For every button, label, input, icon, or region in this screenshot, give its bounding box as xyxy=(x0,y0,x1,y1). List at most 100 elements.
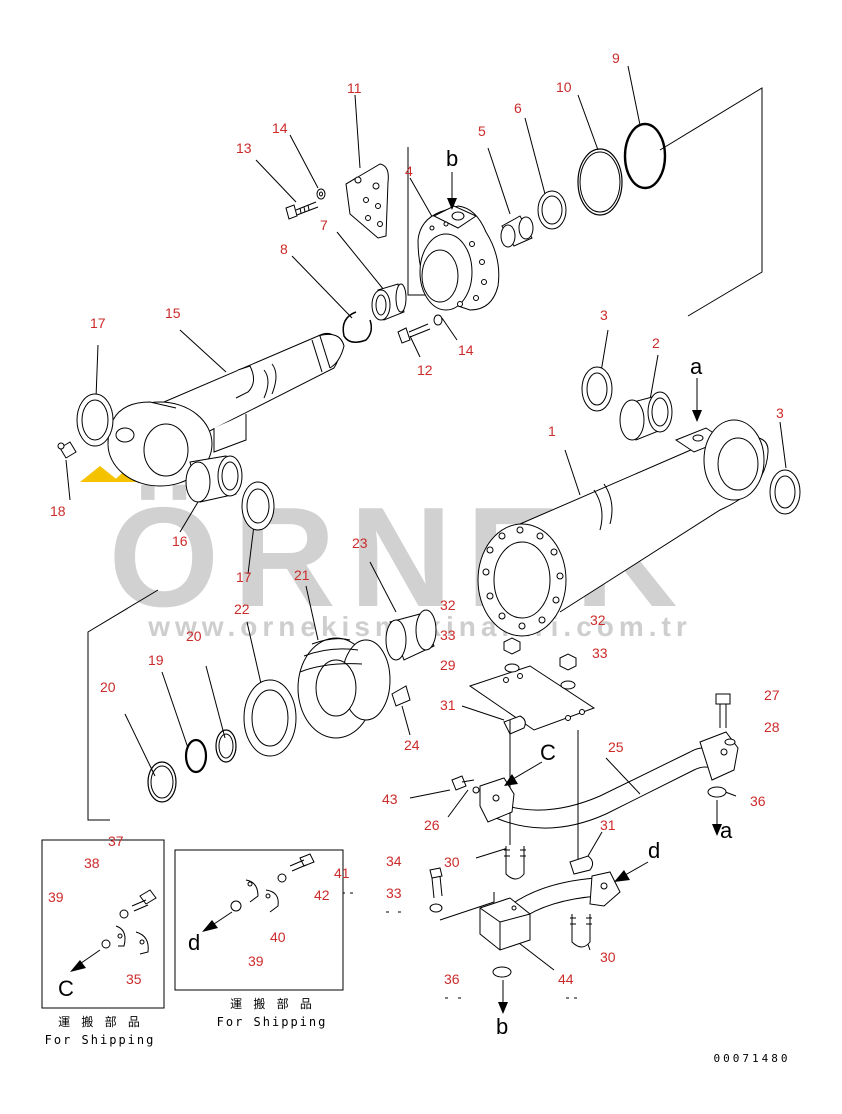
plate-11 xyxy=(345,163,389,239)
callout-27: 27 xyxy=(764,687,780,703)
block-44 xyxy=(479,897,531,951)
bushing-5 xyxy=(500,215,534,248)
callout-13: 13 xyxy=(236,140,252,156)
pipe-lower xyxy=(511,871,621,921)
ring-10 xyxy=(577,148,623,216)
callout-7: 7 xyxy=(320,217,328,233)
bushing-7 xyxy=(371,283,407,321)
bolt-12 xyxy=(397,323,431,344)
callout-9: 9 xyxy=(612,50,620,66)
o-ring-36-bottom xyxy=(492,966,512,978)
u-bolt-30-left xyxy=(504,846,526,880)
callout-21: 21 xyxy=(294,567,310,583)
clamp-31-bottom xyxy=(569,855,594,875)
drawing-number: 00071480 xyxy=(714,1052,791,1065)
seal-6 xyxy=(537,190,567,230)
washer-33-right xyxy=(560,680,576,690)
washer-33-bottom xyxy=(429,903,443,913)
seal-17-top xyxy=(76,393,114,447)
callout-32-right: 32 xyxy=(590,612,606,628)
callout-40: 40 xyxy=(270,929,286,945)
arrow-b-bottom xyxy=(498,980,508,1014)
callout-11: 11 xyxy=(347,80,362,96)
watermark-accent-left xyxy=(80,466,120,482)
callout-numbers: 11 14 13 4 7 8 5 6 10 9 12 14 15 17 18 1… xyxy=(48,50,784,987)
ring-20-right xyxy=(215,729,237,763)
cylinder-head-4 xyxy=(417,205,500,311)
callout-17-bottom: 17 xyxy=(236,569,252,585)
view-letter-c: C xyxy=(540,740,556,765)
callout-12: 12 xyxy=(417,362,433,378)
arrow-d-small xyxy=(202,911,233,932)
washer-33-left xyxy=(504,663,520,673)
callout-4: 4 xyxy=(405,163,413,179)
bolt-27 xyxy=(715,693,731,728)
callout-1: 1 xyxy=(548,423,556,439)
callout-16: 16 xyxy=(172,533,188,549)
callout-3-right: 3 xyxy=(776,405,784,421)
ring-20-left xyxy=(147,761,177,803)
view-letter-c-small: C xyxy=(58,976,74,1001)
callout-32-left: 32 xyxy=(440,597,456,613)
u-bolt-30-right xyxy=(570,914,592,948)
ring-19 xyxy=(184,738,208,774)
arrow-c xyxy=(504,761,543,786)
shipping-box-left-title-jp: 運 搬 部 品 xyxy=(58,1014,142,1029)
callout-14-top: 14 xyxy=(272,120,288,136)
view-letter-d: d xyxy=(648,838,660,863)
bushing-2 xyxy=(619,391,673,441)
callout-20-left: 20 xyxy=(100,679,116,695)
shipping-box-right xyxy=(174,849,344,991)
shipping-box-left-title-en: For Shipping xyxy=(45,1033,156,1047)
callout-23: 23 xyxy=(352,535,368,551)
clamp-31-top xyxy=(503,715,526,735)
callout-10: 10 xyxy=(556,79,572,95)
view-letter-b-bottom: b xyxy=(496,1014,508,1039)
set-screw-24 xyxy=(391,685,411,707)
callout-31-bottom: 31 xyxy=(600,817,616,833)
callout-24: 24 xyxy=(404,737,420,753)
seal-17-bottom xyxy=(241,481,275,531)
callout-30-right: 30 xyxy=(600,949,616,965)
bolt-34 xyxy=(429,867,443,899)
callout-34: 34 xyxy=(386,853,402,869)
grease-fitting-18 xyxy=(57,441,77,459)
callout-28: 28 xyxy=(764,719,780,735)
arrow-c-small xyxy=(70,949,101,972)
ring-3-top xyxy=(581,366,613,412)
nut-32-right xyxy=(559,653,577,671)
washer-14-top xyxy=(316,188,326,200)
callout-6: 6 xyxy=(514,100,522,116)
view-letter-b-top: b xyxy=(446,146,458,171)
bushing-16 xyxy=(185,455,243,503)
callout-2: 2 xyxy=(652,335,660,351)
piston-21 xyxy=(297,637,391,739)
callout-5: 5 xyxy=(478,123,486,139)
callout-20-right: 20 xyxy=(186,628,202,644)
ring-9 xyxy=(623,122,667,190)
wear-ring-23 xyxy=(385,609,437,661)
callout-38: 38 xyxy=(84,855,100,871)
callout-44: 44 xyxy=(558,971,574,987)
callout-17-top: 17 xyxy=(90,315,106,331)
callout-33-right: 33 xyxy=(592,645,608,661)
view-letter-a-bottom: a xyxy=(720,818,733,843)
view-letter-a-top: a xyxy=(690,354,703,379)
piston-rod-15 xyxy=(107,332,345,487)
o-ring-36-right xyxy=(707,786,727,798)
callout-18: 18 xyxy=(50,503,66,519)
washer-28 xyxy=(724,738,736,746)
shipping-box-right-parts xyxy=(230,853,315,913)
callout-37: 37 xyxy=(108,833,124,849)
callout-22: 22 xyxy=(234,601,250,617)
callout-25: 25 xyxy=(608,739,624,755)
callout-42: 42 xyxy=(314,887,330,903)
cylinder-tube-1 xyxy=(477,419,769,637)
bolt-43 xyxy=(451,775,475,791)
arrow-d xyxy=(614,861,649,882)
shipping-box-right-title-jp: 運 搬 部 品 xyxy=(230,996,314,1011)
bracket-29 xyxy=(468,665,596,731)
callout-31-top: 31 xyxy=(440,697,456,713)
callout-36-bottom: 36 xyxy=(444,971,460,987)
shipping-box-right-title-en: For Shipping xyxy=(217,1015,328,1029)
